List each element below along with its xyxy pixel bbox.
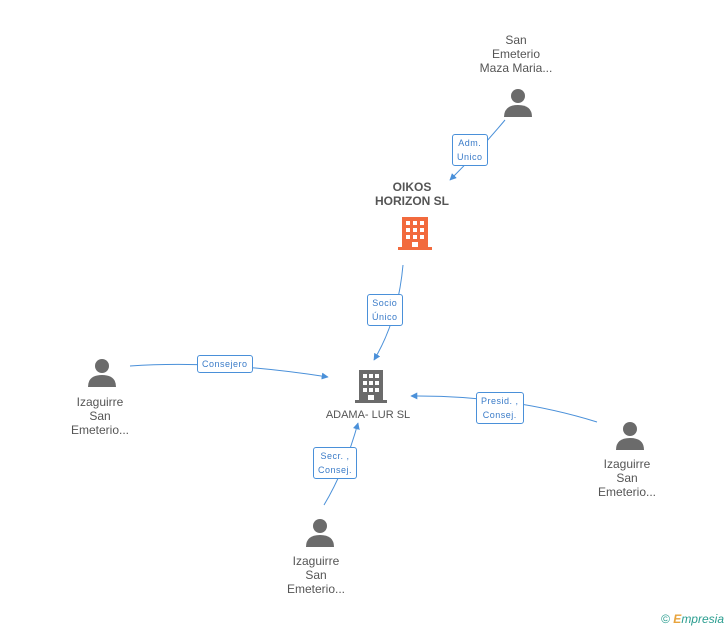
company-adama-label[interactable]: ADAMA- LUR SL — [308, 408, 428, 422]
company-oikos-label[interactable]: OIKOS HORIZON SL — [352, 180, 472, 208]
edge-label-socio-unico[interactable]: Socio Único — [367, 294, 403, 326]
person-top-line-1: San — [505, 33, 527, 47]
person-icon[interactable] — [87, 358, 117, 388]
edge-label-presid-consej[interactable]: Presid. , Consej. — [476, 392, 524, 424]
person-right-label[interactable]: Izaguirre San Emeterio... — [567, 457, 687, 499]
person-top-line-2: Emeterio — [491, 47, 541, 61]
person-left-line-3: Emeterio... — [70, 423, 130, 437]
person-right-line-3: Emeterio... — [597, 485, 657, 499]
edge-label-line: Consej. — [482, 410, 517, 420]
copyright-icon: © — [661, 612, 670, 626]
person-left-label[interactable]: Izaguirre San Emeterio... — [40, 395, 160, 437]
person-icon[interactable] — [615, 421, 645, 451]
company-adama-line-1: ADAMA- LUR SL — [325, 409, 411, 421]
person-bottom-line-3: Emeterio... — [286, 582, 346, 596]
person-bottom-line-1: Izaguirre — [292, 554, 340, 568]
building-icon-main[interactable] — [398, 215, 432, 251]
edge-label-line: Unico — [457, 152, 483, 162]
footer-brand[interactable]: © Empresia — [661, 612, 724, 626]
edge-label-line: Socio — [372, 298, 398, 308]
company-oikos-line-2: HORIZON SL — [375, 194, 449, 208]
edge-label-secr-consej[interactable]: Secr. , Consej. — [313, 447, 358, 479]
person-icon[interactable] — [305, 518, 335, 548]
edge-label-adm-unico[interactable]: Adm. Unico — [452, 134, 488, 166]
person-right-line-1: Izaguirre — [603, 457, 651, 471]
person-left-line-1: Izaguirre — [76, 395, 124, 409]
building-icon[interactable] — [355, 368, 387, 404]
brand-initial: E — [673, 612, 682, 626]
person-bottom-line-2: San — [305, 568, 327, 582]
person-bottom-label[interactable]: Izaguirre San Emeterio... — [256, 554, 376, 596]
person-right-line-2: San — [616, 471, 638, 485]
person-top-line-3: Maza Maria... — [479, 61, 553, 75]
company-oikos-line-1: OIKOS — [392, 180, 432, 194]
edge-label-consejero[interactable]: Consejero — [197, 355, 253, 373]
person-left-line-2: San — [89, 409, 111, 423]
edge-label-line: Presid. , — [481, 396, 519, 406]
edge-label-line: Adm. — [458, 138, 482, 148]
person-top-label[interactable]: San Emeterio Maza Maria... — [456, 33, 576, 75]
edge-label-line: Secr. , — [320, 451, 350, 461]
edge-label-line: Consej. — [318, 465, 353, 475]
edge-label-line: Consejero — [202, 359, 248, 369]
edge-label-line: Único — [372, 312, 398, 322]
brand-name: Empresia — [673, 612, 724, 626]
person-icon[interactable] — [503, 88, 533, 118]
brand-rest: mpresia — [681, 612, 724, 626]
